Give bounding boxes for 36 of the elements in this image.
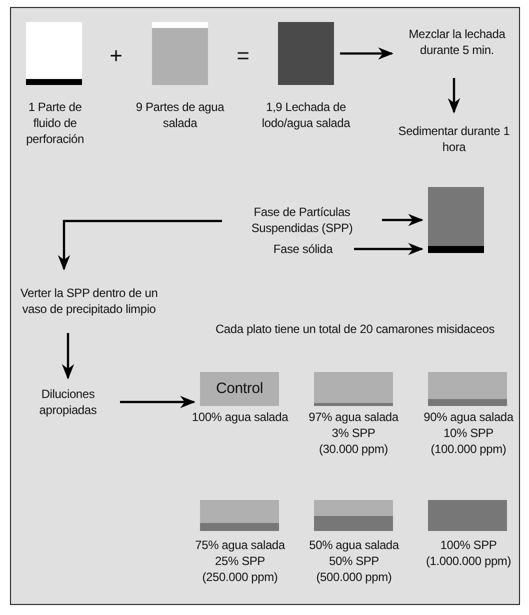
arrow (340, 47, 394, 60)
phase-label: Fase de Partículas Suspendidas (SPP) (228, 203, 376, 237)
arrow (62, 333, 74, 380)
dish (200, 372, 279, 406)
arrow (120, 396, 196, 408)
arrow (382, 214, 424, 226)
dish (200, 500, 279, 531)
dish (314, 500, 393, 531)
arrow (58, 220, 222, 271)
plus-sign: + (108, 44, 124, 68)
step-text: Verter la SPP dentro de un vaso de precipitado limpio (14, 275, 164, 327)
arrow (354, 242, 424, 256)
container-swatch (278, 22, 334, 85)
step-text: Mezclar la lechada durante 5 min. (398, 12, 516, 72)
note: Cada plato tiene un total de 20 camarones misidaceos (214, 321, 496, 337)
dish (428, 500, 507, 531)
node-label: 1,9 Lechada de lodo/agua salada (260, 99, 352, 131)
container-swatch (26, 22, 82, 85)
container-swatch (152, 22, 208, 85)
container-swatch (428, 187, 484, 253)
phase-label: Fase sólida (258, 240, 348, 258)
node-label: 100% SPP (1.000.000 ppm) (424, 537, 512, 569)
node-label: 97% agua salada 3% SPP (30.000 ppm) (308, 409, 400, 457)
dish (428, 372, 507, 406)
step-text: Sedimentar durante 1 hora (396, 118, 512, 160)
node-label: 100% agua salada (190, 409, 290, 425)
dish (314, 372, 393, 406)
node-label: 1 Parte de fluido de perforación (25, 99, 85, 147)
arrow (448, 78, 460, 114)
node-label: 75% agua salada 25% SPP (250.000 ppm) (194, 537, 286, 585)
dish-label: Control (215, 379, 264, 399)
equals-sign: = (236, 44, 250, 68)
node-label: 90% agua salada 10% SPP (100.000 ppm) (422, 409, 514, 457)
step-text: Diluciones apropiadas (22, 384, 114, 420)
node-label: 9 Partes de agua salada (134, 99, 226, 131)
node-label: 50% agua salada 50% SPP (500.000 ppm) (308, 537, 400, 585)
